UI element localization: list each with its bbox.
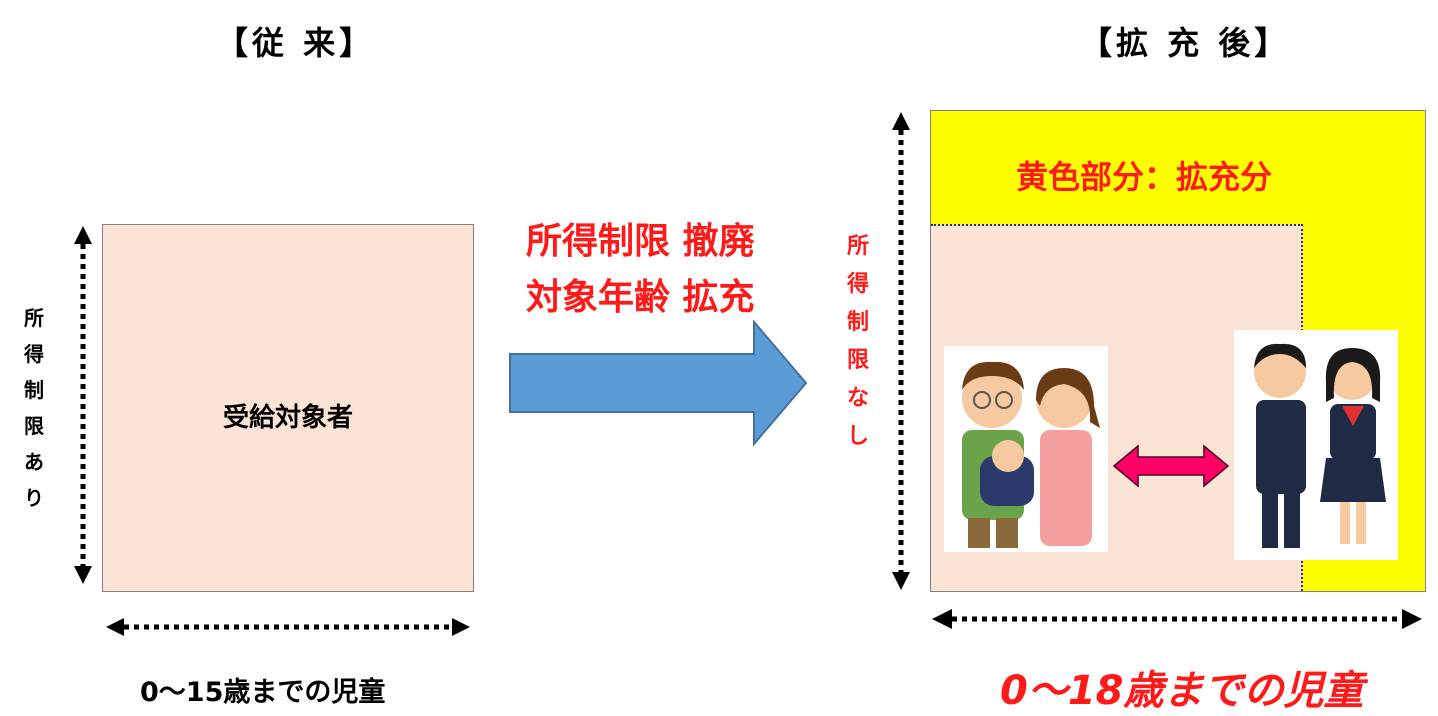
after-vertical-char: 制: [846, 310, 869, 335]
before-box-label: 受給対象者: [222, 403, 353, 433]
transition-line-2: 対象年齢 拡充: [526, 277, 755, 318]
before-vertical-char: 制: [24, 378, 44, 402]
family-illustration-icon: [944, 346, 1108, 552]
before-bottom-label: 0～15歳までの児童: [140, 677, 386, 708]
after-heading: 【拡 充 後】: [1080, 24, 1291, 62]
before-recipient-box: 受給対象者: [102, 224, 474, 592]
after-vertical-char: 限: [846, 348, 869, 373]
after-bottom-label: 0～18歳までの児童: [1000, 668, 1364, 714]
before-vertical-char: 得: [24, 342, 44, 366]
transition-line-1: 所得制限 撤廃: [526, 221, 755, 262]
after-vertical-double-arrow: [892, 112, 910, 590]
after-vertical-char: 所: [846, 234, 869, 259]
before-vertical-char: 所: [24, 306, 44, 330]
before-vertical-label: 所 得 制 限 あ り: [22, 300, 46, 516]
before-horizontal-double-arrow: [106, 618, 470, 636]
before-vertical-char: り: [24, 486, 44, 510]
after-vertical-char: し: [846, 424, 869, 449]
students-illustration-icon: [1234, 330, 1398, 560]
after-vertical-char: な: [846, 386, 869, 411]
pink-double-arrow-icon: [1112, 444, 1230, 488]
before-vertical-double-arrow: [74, 226, 92, 584]
before-vertical-char: あ: [24, 450, 44, 474]
after-vertical-label: 所 得 制 限 な し: [846, 228, 870, 456]
yellow-area-label: 黄色部分：拡充分: [1016, 158, 1273, 196]
before-vertical-char: 限: [24, 414, 44, 438]
after-vertical-char: 得: [846, 272, 869, 297]
after-horizontal-double-arrow: [932, 609, 1422, 629]
before-heading: 【従 来】: [216, 24, 376, 62]
expansion-arrow-icon: [509, 319, 808, 447]
